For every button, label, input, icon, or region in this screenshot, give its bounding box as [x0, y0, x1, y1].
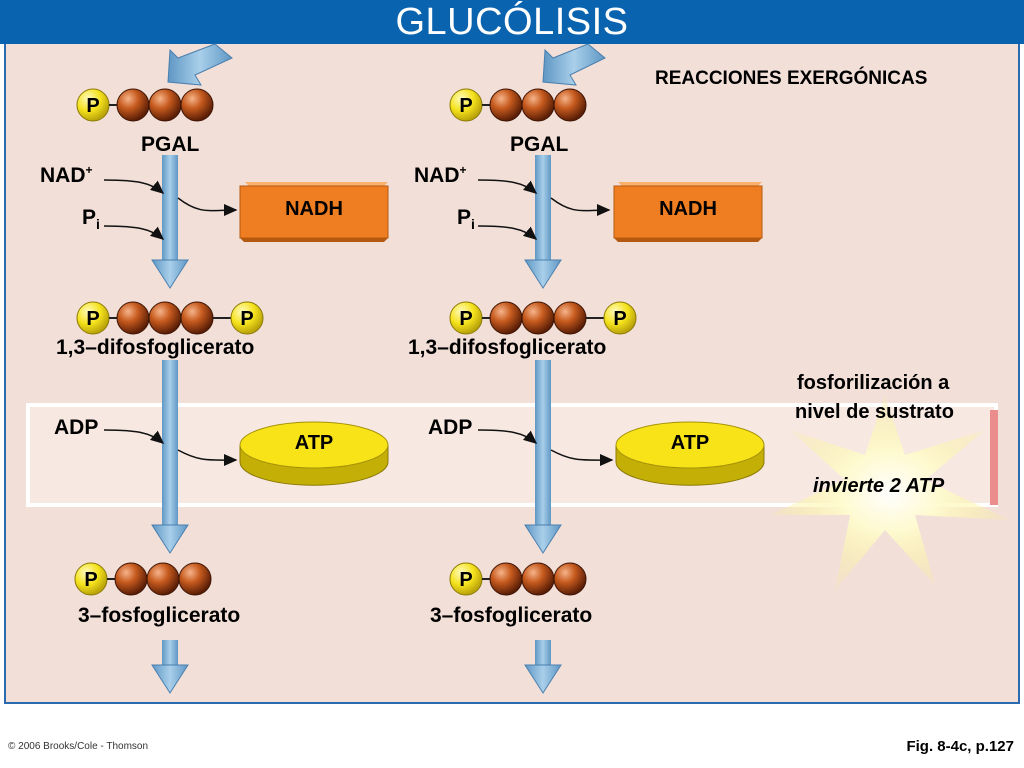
reaction-curves-left	[103, 179, 238, 467]
flow-arrow-left-1	[151, 155, 189, 289]
page-title: GLUCÓLISIS	[395, 1, 629, 43]
carbon-atom	[553, 301, 587, 335]
phosphate-group: P	[76, 88, 110, 122]
flow-arrow-left-3	[151, 640, 189, 694]
flow-arrow-right-2	[524, 360, 562, 554]
carbon-atom	[553, 562, 587, 596]
carbon-atom	[114, 562, 148, 596]
phosphate-group-end: P	[603, 301, 637, 335]
pi-label-left: Pi	[82, 206, 100, 233]
carbon-atom	[180, 88, 214, 122]
starburst-icon	[770, 395, 1010, 590]
footer	[0, 704, 1024, 768]
figure-reference: Fig. 8-4c, p.127	[906, 738, 1014, 755]
carbon-atom	[553, 88, 587, 122]
carbon-atom	[116, 301, 150, 335]
incoming-arrow-right	[542, 43, 606, 86]
copyright-text: © 2006 Brooks/Cole - Thomson	[8, 741, 149, 752]
nadh-text-left: NADH	[285, 198, 343, 220]
carbon-atom	[180, 301, 214, 335]
incoming-arrow-left	[167, 43, 233, 86]
flow-arrow-left-2	[151, 360, 189, 554]
sustrato-label-1: fosforilización a	[797, 372, 950, 394]
molecule-layer: P P P P P P P P	[74, 88, 637, 596]
svg-text:P: P	[86, 95, 99, 117]
carbon-atom	[146, 562, 180, 596]
atp-text-right: ATP	[670, 432, 710, 454]
carbon-atom	[521, 301, 555, 335]
carbon-atom	[148, 88, 182, 122]
carbon-atom	[489, 88, 523, 122]
invierte-label: invierte 2 ATP	[813, 475, 945, 497]
carbon-atom	[521, 562, 555, 596]
pgal-label-right: PGAL	[510, 133, 569, 156]
carbon-atom	[489, 562, 523, 596]
svg-text:P: P	[459, 308, 472, 330]
title-bar	[0, 0, 1024, 44]
atp-text-left: ATP	[294, 432, 334, 454]
svg-text:P: P	[86, 308, 99, 330]
svg-text:P: P	[459, 95, 472, 117]
phosphate-group-end: P	[230, 301, 264, 335]
phosphate-group: P	[449, 301, 483, 335]
carbon-atom	[116, 88, 150, 122]
svg-text:P: P	[613, 308, 626, 330]
pi-label-right: Pi	[457, 206, 475, 233]
reaction-curves-right	[477, 179, 614, 467]
atp-disc-right	[615, 421, 765, 486]
nadh-box-left	[239, 182, 389, 242]
flow-arrow-right-1	[524, 155, 562, 289]
phosphate-group: P	[76, 301, 110, 335]
nad-label-right: NAD+	[414, 163, 467, 187]
nad-label-left: NAD+	[40, 163, 93, 187]
carbon-atom	[148, 301, 182, 335]
difosfo-label-left: 1,3–difosfoglicerato	[56, 336, 255, 359]
phosphate-group: P	[449, 88, 483, 122]
svg-text:P: P	[459, 569, 472, 591]
pgal-label-left: PGAL	[141, 133, 200, 156]
flow-arrow-right-3	[524, 640, 562, 694]
band-edge	[990, 410, 998, 505]
nadh-box-right	[613, 182, 763, 242]
adp-label-left: ADP	[54, 416, 99, 439]
phosphate-group: P	[74, 562, 108, 596]
carbon-atom	[489, 301, 523, 335]
adp-label-right: ADP	[428, 416, 473, 439]
carbon-atom	[521, 88, 555, 122]
atp-disc-left	[239, 421, 389, 486]
phosphate-group: P	[449, 562, 483, 596]
svg-text:P: P	[240, 308, 253, 330]
fosfo-label-right: 3–fosfoglicerato	[430, 604, 593, 627]
nadh-text-right: NADH	[659, 198, 717, 220]
sustrato-label-2: nivel de sustrato	[795, 401, 954, 423]
svg-text:P: P	[84, 569, 97, 591]
fosfo-label-left: 3–fosfoglicerato	[78, 604, 241, 627]
reacciones-label: REACCIONES EXERGÓNICAS	[655, 68, 928, 89]
difosfo-label-right: 1,3–difosfoglicerato	[408, 336, 607, 359]
carbon-atom	[178, 562, 212, 596]
